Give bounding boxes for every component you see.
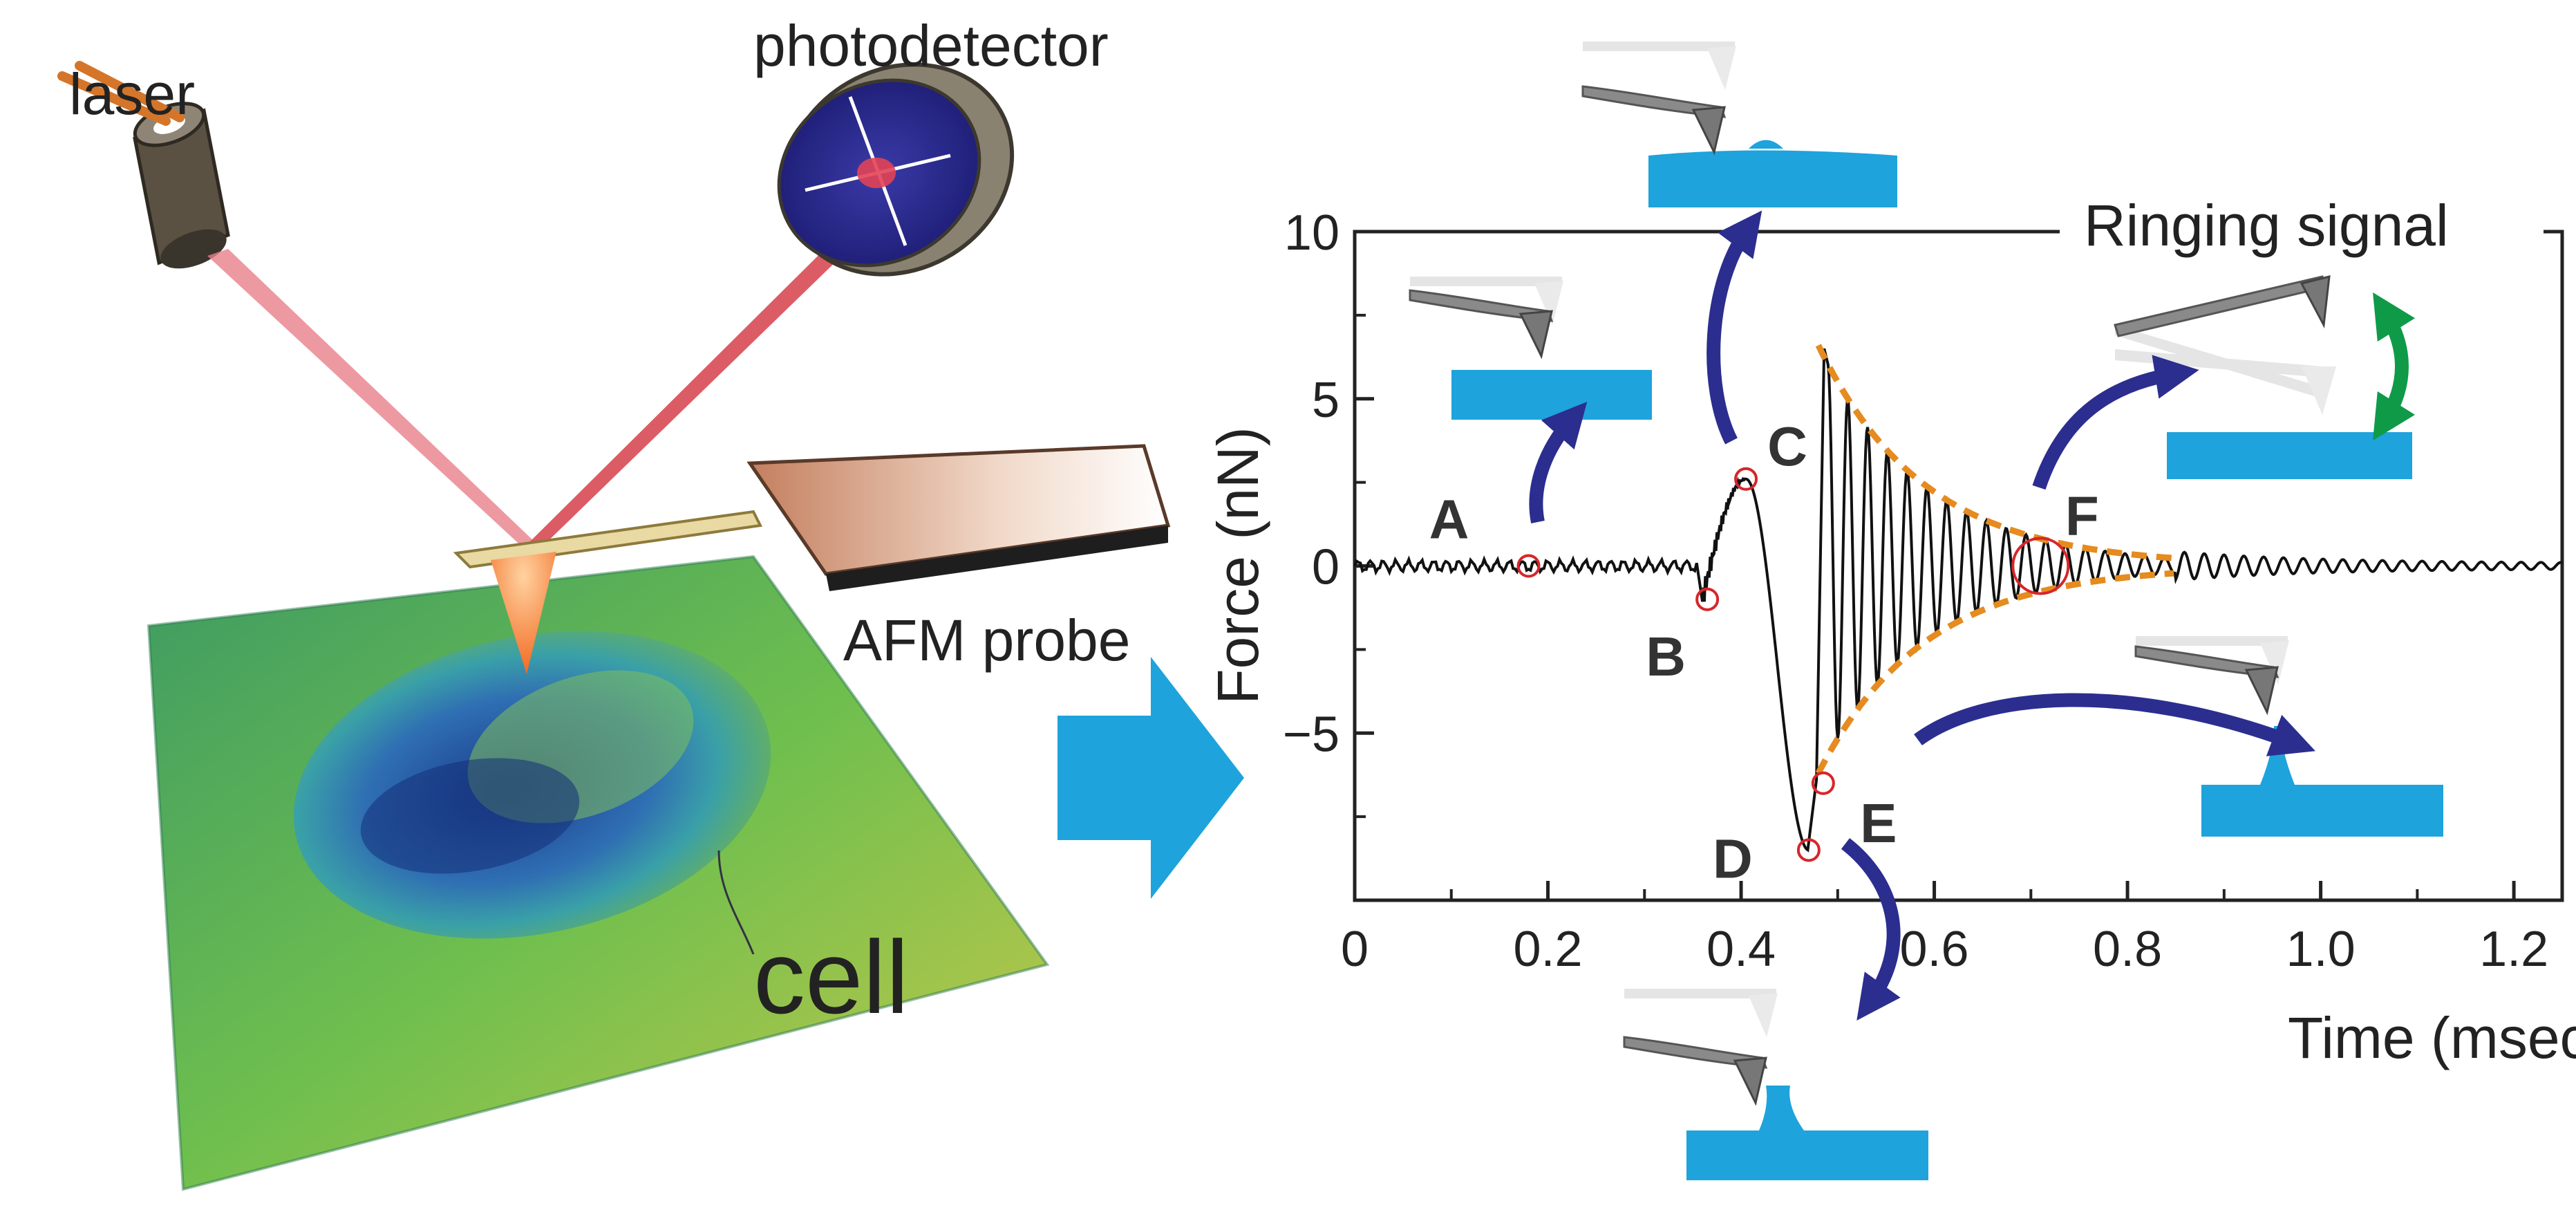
cell-label: cell: [753, 919, 909, 1035]
point-label-d: D: [1713, 828, 1753, 889]
arrow-a: [1529, 402, 1588, 523]
x-axis-label: Time (msec): [2288, 1005, 2576, 1070]
x-tick-label: 1.0: [2286, 922, 2356, 977]
incident-laser-beam: [207, 249, 536, 550]
arrow-c: [1707, 210, 1762, 445]
cell-surface-scan: [147, 555, 1050, 1191]
oscillation-arrow: [2373, 292, 2416, 441]
reflected-laser-beam: [525, 202, 888, 550]
annotation-gap: [2060, 207, 2544, 256]
probe-tip: [491, 552, 556, 674]
inset-e: [2134, 636, 2443, 837]
x-tick-label: 0.6: [1900, 922, 1969, 977]
x-tick-label: 0: [1341, 922, 1369, 977]
y-tick-label: −5: [1283, 707, 1339, 762]
point-marker-a: [1516, 554, 1541, 578]
photodetector-label: photodetector: [753, 13, 1109, 78]
arrow-e: [1914, 693, 2315, 756]
point-marker-d: [1796, 838, 1821, 862]
inset-d: [1623, 989, 1928, 1180]
transition-arrows: [1529, 210, 2315, 1021]
inset-a: [1409, 277, 1652, 420]
point-label-a: A: [1429, 489, 1469, 550]
inset-c: [1581, 41, 1897, 207]
laser-icon: [57, 61, 230, 269]
y-tick-label: 10: [1284, 205, 1339, 261]
x-tick-label: 0.4: [1707, 922, 1776, 977]
afm-probe: [453, 444, 1171, 674]
afm-probe-label: AFM probe: [843, 608, 1131, 673]
y-tick-label: 0: [1312, 540, 1339, 595]
arrow-f: [2032, 355, 2199, 490]
probe-chip: [746, 444, 1171, 576]
point-marker-b: [1695, 587, 1720, 611]
point-markers: A B C D E F: [1429, 416, 2099, 890]
laser-label: laser: [69, 62, 195, 127]
insets: [1409, 41, 2443, 1180]
point-marker-f: [2011, 537, 2070, 595]
tick-labels: 0 0.2 0.4 0.6 0.8 1.0 1.2 10 5 0 −5: [1283, 205, 2548, 977]
point-label-e: E: [1860, 792, 1897, 854]
envelope-upper: [1815, 344, 2174, 561]
y-axis-label: Force (nN): [1205, 427, 1270, 704]
photodetector-icon: [777, 62, 1015, 277]
force-trace: [1353, 348, 2563, 853]
point-marker-e: [1811, 771, 1835, 795]
afm-setup-illustration: laser photodetector AFM probe cell: [57, 13, 1171, 1191]
y-tick-label: 5: [1312, 373, 1339, 428]
ringing-signal-annotation: Ringing signal: [2084, 193, 2449, 258]
x-tick-label: 0.8: [2093, 922, 2162, 977]
axis-ticks: [1353, 230, 2516, 900]
point-label-b: B: [1646, 626, 1686, 687]
point-label-c: C: [1767, 416, 1807, 477]
point-label-f: F: [2065, 485, 2099, 547]
x-tick-label: 0.2: [1513, 922, 1582, 977]
transition-arrow: [1057, 657, 1244, 899]
envelope-lower: [1815, 570, 2174, 775]
point-marker-c: [1734, 467, 1758, 491]
inset-f: [2114, 275, 2416, 479]
arrow-d: [1841, 838, 1901, 1021]
x-tick-label: 1.2: [2479, 922, 2548, 977]
force-time-chart: 0 0.2 0.4 0.6 0.8 1.0 1.2 10 5 0 −5 Force (nN) Tim…: [1205, 193, 2576, 1070]
